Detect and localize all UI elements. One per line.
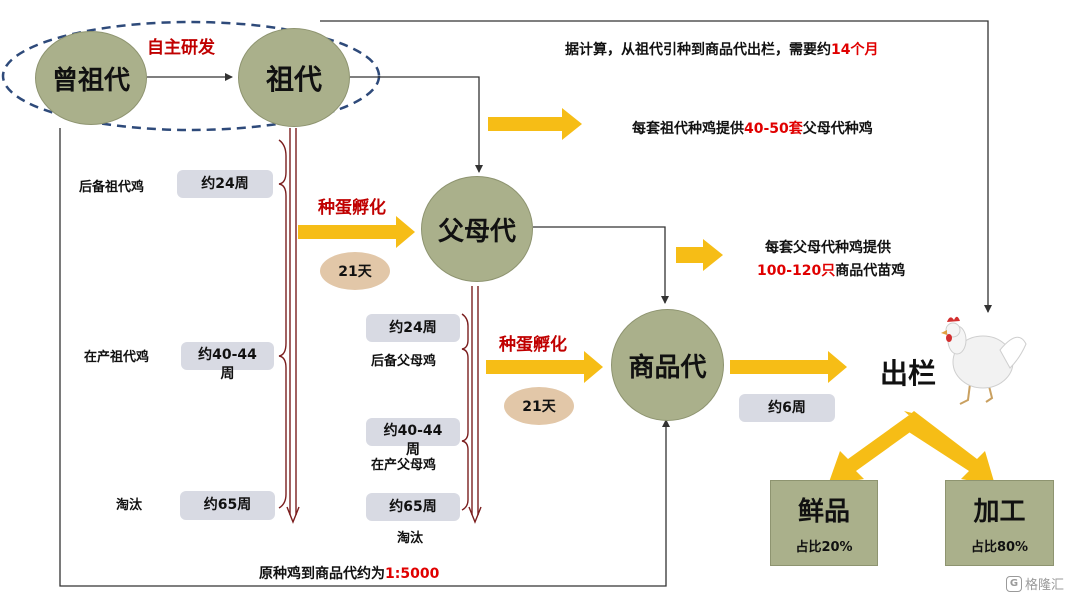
duration-parent-reserve: 约24周 <box>366 314 460 342</box>
duration-parent-laying: 约40-44 周 <box>366 418 460 458</box>
duration-grand-cull: 约65周 <box>180 491 275 520</box>
node-market: 出栏 <box>880 357 937 390</box>
arrow-grand-to-parent <box>350 76 483 173</box>
arrow-to-processed <box>898 411 995 485</box>
label-rd: 自主研发 <box>147 38 215 58</box>
chicken-illustration <box>941 316 1027 405</box>
node-parent: 父母代 <box>421 176 533 282</box>
output-fresh-share: 占比20% <box>795 540 853 555</box>
output-fresh: 鲜品 占比20% <box>770 480 878 566</box>
note-grand-supply-highlight: 40-50套 <box>744 121 803 137</box>
arrow-to-market <box>730 351 847 383</box>
node-commercial: 商品代 <box>611 309 724 421</box>
note-grand-supply-suffix: 父母代种鸡 <box>802 121 873 137</box>
label-cull-2: 淘汰 <box>397 531 424 546</box>
duration-commercial-grow: 约6周 <box>739 394 835 422</box>
label-reserve-grand: 后备祖代鸡 <box>79 180 145 195</box>
arrow-parent-supply <box>676 239 723 271</box>
note-ratio-text: 原种鸡到商品代约为 <box>259 566 385 582</box>
label-reserve-parent: 后备父母鸡 <box>371 354 437 369</box>
bracket-parent <box>461 286 482 524</box>
duration-parent-cull: 约65周 <box>366 493 460 521</box>
arrow-to-fresh <box>828 411 920 485</box>
arrow-bottom-loop <box>59 128 670 587</box>
duration-parent-laying-b: 周 <box>406 442 420 458</box>
note-total-time: 据计算，从祖代引种到商品代出栏，需要约14个月 <box>565 39 878 59</box>
note-parent-supply-highlight: 100-120只 <box>757 263 836 279</box>
note-parent-supply-suffix: 商品代苗鸡 <box>835 263 906 279</box>
note-total-time-highlight: 14个月 <box>831 42 879 58</box>
label-laying-grand: 在产祖代鸡 <box>84 350 150 365</box>
duration-grand-reserve: 约24周 <box>177 170 273 198</box>
duration-grand-laying-b: 周 <box>220 366 235 382</box>
label-hatch-1: 种蛋孵化 <box>318 198 386 218</box>
note-total-time-text: 据计算，从祖代引种到商品代出栏，需要约 <box>565 42 831 58</box>
output-processed: 加工 占比80% <box>945 480 1054 566</box>
note-ratio: 原种鸡到商品代约为1:5000 <box>259 563 439 583</box>
label-laying-parent: 在产父母鸡 <box>371 458 437 473</box>
note-ratio-highlight: 1:5000 <box>385 566 440 582</box>
duration-parent-laying-a: 约40-44 <box>383 423 443 439</box>
note-parent-supply-line2: 100-120只商品代苗鸡 <box>757 260 905 280</box>
bracket-grand <box>278 128 300 524</box>
arrow-hatch-1 <box>298 216 415 248</box>
output-processed-share: 占比80% <box>970 540 1029 555</box>
duration-grand-laying-a: 约40-44 <box>198 347 257 363</box>
duration-grand-laying: 约40-44 周 <box>181 342 274 382</box>
arrow-top-to-market <box>320 20 992 313</box>
note-parent-supply-line1: 每套父母代种鸡提供 <box>765 240 891 256</box>
watermark: G 格隆汇 <box>1006 574 1064 593</box>
watermark-logo-icon: G <box>1006 575 1022 592</box>
dashed-group-outline <box>1 20 381 132</box>
arrow-grand-supply <box>488 108 582 140</box>
note-grand-supply-text: 每套祖代种鸡提供 <box>632 121 744 137</box>
label-hatch-2: 种蛋孵化 <box>499 335 567 355</box>
output-fresh-name: 鲜品 <box>797 497 850 527</box>
node-great-grandparent: 曾祖代 <box>35 31 147 125</box>
arrow-parent-to-commercial <box>533 226 669 304</box>
node-grandparent: 祖代 <box>238 28 350 127</box>
watermark-text: 格隆汇 <box>1025 578 1065 593</box>
yellow-arrows <box>298 108 995 485</box>
output-processed-name: 加工 <box>973 497 1026 527</box>
hatch-days-2: 21天 <box>504 387 574 425</box>
label-cull-1: 淘汰 <box>116 498 143 513</box>
note-grand-supply: 每套祖代种鸡提供40-50套父母代种鸡 <box>632 118 873 138</box>
arrow-hatch-2 <box>486 351 603 383</box>
hatch-days-1: 21天 <box>320 252 390 290</box>
